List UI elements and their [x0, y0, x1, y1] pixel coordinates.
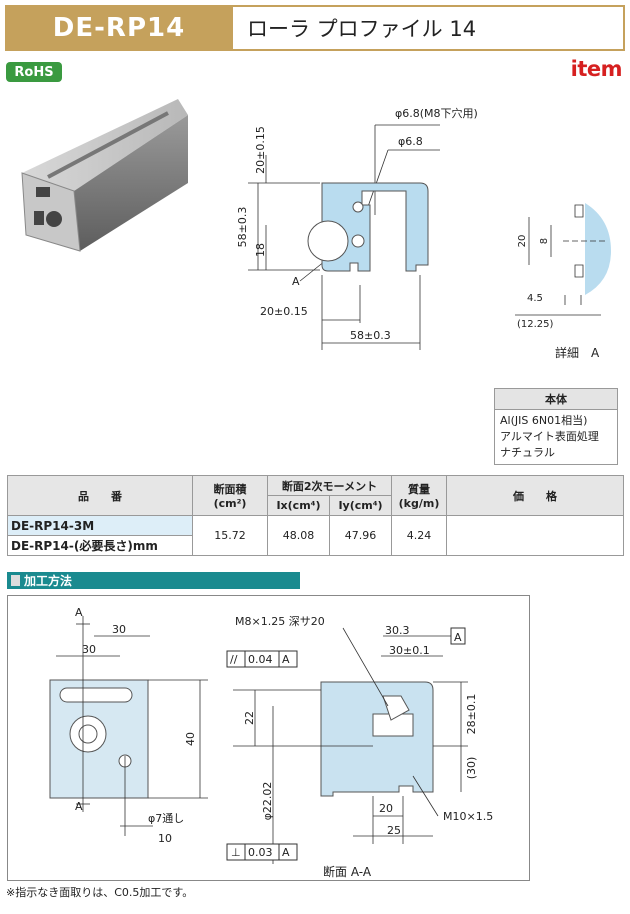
cell-area: 15.72: [192, 515, 268, 556]
col-ix: Ix(cm⁴): [267, 495, 330, 516]
spec-table: 品 番 断面積 (cm²) 断面2次モーメント 質量 (kg/m) 価 格 Ix…: [7, 475, 624, 556]
detail-dim-4-5: 4.5: [527, 293, 543, 304]
col-area-label: 断面積: [213, 483, 247, 496]
right-perp-ref: A: [282, 846, 290, 859]
title-bar: DE-RP14 ローラ プロファイル 14: [5, 5, 625, 51]
right-perp: ⊥: [231, 846, 241, 859]
col-price: 価 格: [446, 475, 624, 516]
machining-right-drawing: M8×1.25 深サ20 30.3 A // 0.04 A 30±0.1 22 …: [226, 615, 493, 879]
material-line: アルマイト表面処理: [500, 430, 599, 443]
left-dim-30a: 30: [112, 623, 126, 636]
left-dim-30b: 30: [82, 643, 96, 656]
col-mass-unit: (kg/m): [398, 497, 440, 510]
material-header: 本体: [495, 389, 617, 410]
right-dim-30-01: 30±0.1: [389, 644, 430, 657]
col-iy: Iy(cm⁴): [329, 495, 392, 516]
hole-label-2: φ6.8: [398, 135, 423, 148]
right-dim-20: 20: [379, 802, 393, 815]
material-box: 本体 Al(JIS 6N01相当) アルマイト表面処理 ナチュラル: [494, 388, 618, 465]
right-datum-a: A: [454, 631, 462, 644]
right-thread: M8×1.25 深サ20: [235, 615, 325, 628]
right-caption: 断面 A-A: [323, 864, 372, 879]
right-dim-28: 28±0.1: [465, 694, 478, 735]
dim-bottom-58: 58±0.3: [350, 329, 391, 342]
product-name: ローラ プロファイル 14: [233, 5, 625, 51]
cell-mass: 4.24: [391, 515, 447, 556]
cell-ix: 48.08: [267, 515, 330, 556]
left-a-top: A: [75, 606, 83, 619]
rohs-badge: RoHS: [6, 62, 62, 82]
col-mass-label: 質量: [408, 483, 430, 496]
label-a: A: [292, 275, 300, 288]
section-title: 加工方法: [24, 574, 73, 588]
detail-a-drawing: 20 8 4.5 (12.25) 詳細 A: [515, 203, 611, 360]
left-hole: φ7通し: [148, 812, 184, 825]
hole-label-1: φ6.8(M8下穴用): [395, 106, 478, 120]
dim-18: 18: [254, 243, 267, 257]
right-perp-val: 0.03: [248, 846, 273, 859]
profile-drawing: φ6.8(M8下穴用) φ6.8 20±0.15 58±0.3 18 A 20±…: [236, 106, 478, 350]
right-dim-30-3: 30.3: [385, 624, 410, 637]
right-dim-phi22: φ22.02: [261, 782, 274, 821]
table-row: DE-RP14-(必要長さ)mm: [7, 535, 624, 556]
right-dim-22: 22: [243, 711, 256, 725]
right-parallel-val: 0.04: [248, 653, 273, 666]
col-part: 品 番: [7, 475, 193, 516]
col-area: 断面積 (cm²): [192, 475, 268, 516]
detail-dim-8: 8: [539, 238, 550, 244]
left-dim-40: 40: [184, 732, 197, 746]
cell-price: [446, 515, 624, 556]
material-line: Al(JIS 6N01相当): [500, 414, 588, 427]
right-dim-30p: (30): [465, 757, 478, 780]
section-header: 加工方法: [7, 572, 300, 589]
detail-dim-12-25: (12.25): [517, 319, 554, 330]
section-marker: [11, 575, 20, 586]
product-photo: [21, 99, 188, 252]
detail-caption: 詳細 A: [555, 345, 600, 360]
machining-left-drawing: A 30 30 40 A φ7通し 10: [49, 606, 208, 845]
right-dim-25: 25: [387, 824, 401, 837]
cell-iy: 47.96: [329, 515, 392, 556]
part-number-1: DE-RP14-3M: [7, 515, 193, 536]
detail-dim-20: 20: [517, 235, 528, 248]
left-a-bottom: A: [75, 800, 83, 813]
right-parallel: //: [230, 653, 238, 666]
dim-bottom-20: 20±0.15: [260, 305, 308, 318]
footnote: ※指示なき面取りは、C0.5加工です。: [6, 886, 194, 899]
dim-height: 58±0.3: [236, 207, 249, 248]
material-line: ナチュラル: [500, 446, 555, 459]
col-moment: 断面2次モーメント: [267, 475, 392, 496]
col-mass: 質量 (kg/m): [391, 475, 447, 516]
right-m10: M10×1.5: [443, 810, 493, 823]
col-area-unit: (cm²): [213, 497, 247, 510]
product-code: DE-RP14: [5, 5, 233, 51]
dim-top: 20±0.15: [254, 126, 267, 174]
machining-box: A 30 30 40 A φ7通し 10: [7, 595, 530, 881]
table-row: DE-RP14-3M 15.72 48.08 47.96 4.24: [7, 515, 624, 556]
right-parallel-ref: A: [282, 653, 290, 666]
part-number-2: DE-RP14-(必要長さ)mm: [7, 535, 193, 556]
left-dim-10: 10: [158, 832, 172, 845]
brand-logo: item: [570, 57, 623, 81]
